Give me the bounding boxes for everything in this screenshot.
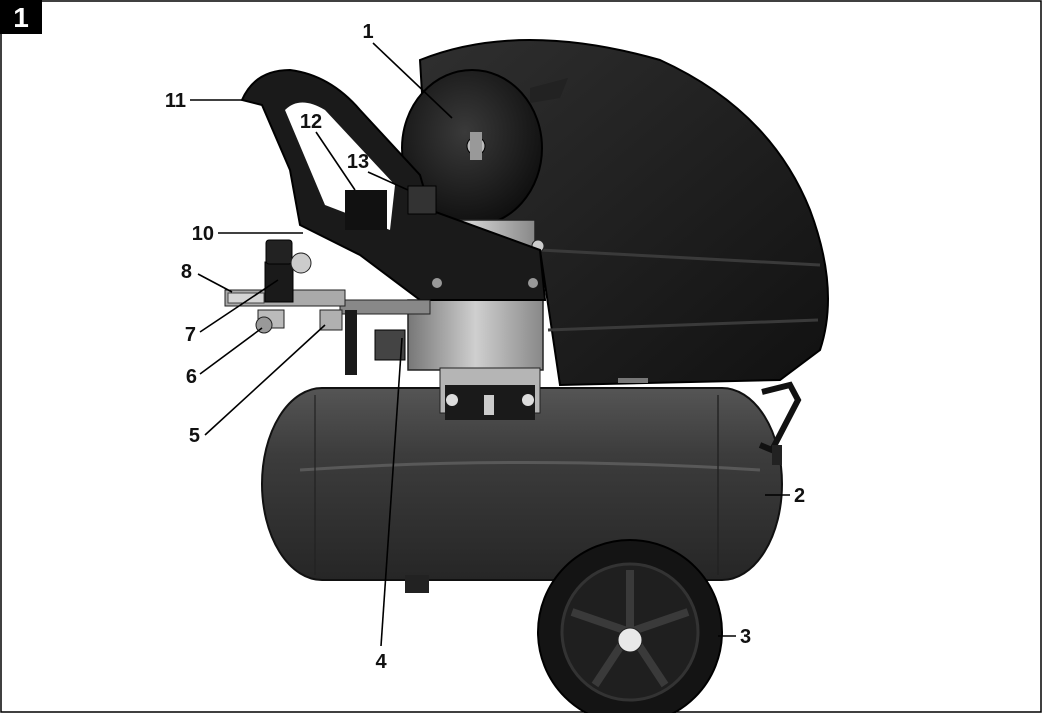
callout-1: 1 xyxy=(362,21,373,43)
leader-5 xyxy=(204,324,326,436)
callout-8: 8 xyxy=(181,261,192,283)
callout-5: 5 xyxy=(189,425,200,447)
leader-12 xyxy=(315,131,356,191)
drain-foot xyxy=(405,575,429,593)
callout-10: 10 xyxy=(192,223,214,245)
air-filter xyxy=(401,69,568,227)
regulator-assembly xyxy=(224,239,346,334)
callout-labels: 1 2 3 4 5 6 7 8 10 11 12 13 xyxy=(165,21,805,673)
callout-13: 13 xyxy=(347,151,369,173)
figure-number: 1 xyxy=(13,2,29,33)
callout-4: 4 xyxy=(375,651,387,673)
tank-bolt xyxy=(772,445,782,465)
callout-2: 2 xyxy=(794,485,805,507)
callout-7: 7 xyxy=(185,324,196,346)
leader-6 xyxy=(199,327,263,375)
pressure-switch xyxy=(407,185,437,215)
leader-lines xyxy=(190,42,790,647)
check-valve-pipe xyxy=(345,310,357,375)
air-tank xyxy=(261,387,783,593)
figure-number-badge xyxy=(0,0,42,34)
callout-11: 11 xyxy=(165,90,186,112)
leader-8 xyxy=(197,273,233,293)
outlet-manifold xyxy=(339,299,431,315)
callout-6: 6 xyxy=(186,366,197,388)
leader-13 xyxy=(367,171,409,191)
carrying-handle xyxy=(240,68,547,301)
check-valve xyxy=(374,329,406,361)
leader-7 xyxy=(199,279,279,333)
leader-4 xyxy=(380,337,403,647)
callout-12: 12 xyxy=(300,111,322,133)
tank-bracket xyxy=(758,381,802,454)
callout-3: 3 xyxy=(740,626,751,648)
leader-1 xyxy=(372,42,453,119)
wheel xyxy=(537,539,723,713)
